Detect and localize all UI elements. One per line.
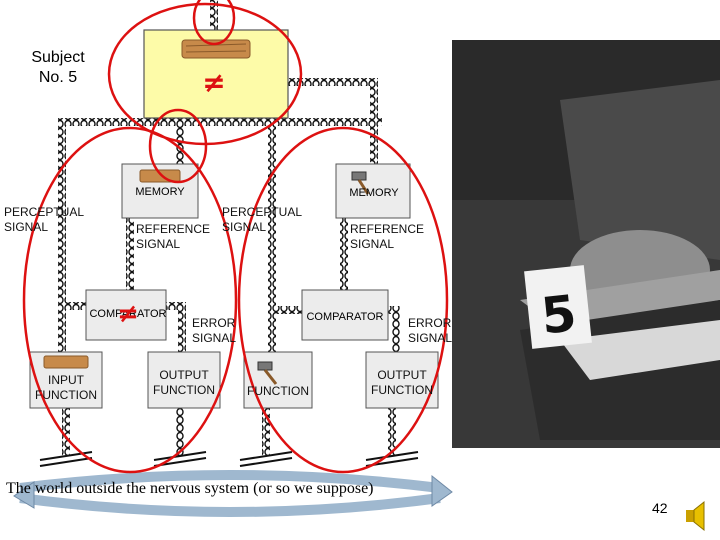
top-neq-symbol: ≠ xyxy=(202,66,225,99)
left-output-function-label: OUTPUT FUNCTION xyxy=(150,368,218,398)
right-input-function-label: FUNCTION xyxy=(244,384,312,399)
subject-photo: 5 xyxy=(452,40,720,448)
right-reference-signal-label: REFERENCE SIGNAL xyxy=(350,222,424,252)
page-number: 42 xyxy=(652,500,668,516)
left-perceptual-signal-label: PERCEPTUAL SIGNAL xyxy=(4,205,84,235)
speaker-icon[interactable] xyxy=(686,502,704,530)
world-caption: The world outside the nervous system (or… xyxy=(6,480,374,498)
right-output-function-label: OUTPUT FUNCTION xyxy=(368,368,436,398)
card-number: 5 xyxy=(539,284,580,345)
subject-line2: No. 5 xyxy=(18,68,98,88)
subject-line1: Subject xyxy=(18,48,98,68)
right-perceptual-signal-label: PERCEPTUAL SIGNAL xyxy=(222,205,302,235)
right-input-box xyxy=(244,352,312,408)
right-error-signal-label: ERROR SIGNAL xyxy=(408,316,452,346)
left-error-signal-label: ERROR SIGNAL xyxy=(192,316,236,346)
wood-block-icon xyxy=(44,356,88,368)
left-comparator-neq: ≠ xyxy=(117,299,139,329)
left-input-function-label: INPUT FUNCTION xyxy=(32,373,100,403)
left-memory-label: MEMORY xyxy=(135,186,185,198)
left-reference-signal-label: REFERENCE SIGNAL xyxy=(136,222,210,252)
right-comparator-label: COMPARATOR xyxy=(306,311,383,323)
right-memory-label: MEMORY xyxy=(349,187,399,199)
subject-label: Subject No. 5 xyxy=(18,48,98,88)
